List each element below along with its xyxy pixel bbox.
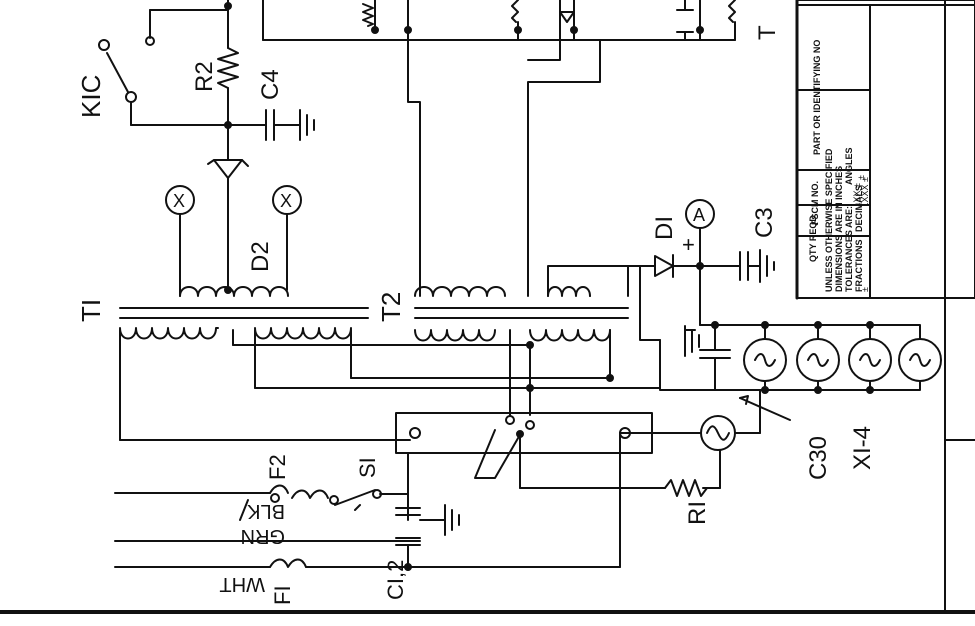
label-r1: RI bbox=[684, 501, 711, 525]
fraction-pm: ± bbox=[860, 287, 870, 292]
top-circuit-fragment: T bbox=[145, 0, 781, 46]
label-t-top: T bbox=[754, 25, 781, 40]
meter-a-label: A bbox=[693, 205, 705, 225]
capacitor-c4: C4 bbox=[227, 69, 315, 141]
label-f1: FI bbox=[270, 585, 295, 605]
decimals-label: DECIMALS bbox=[854, 185, 864, 232]
lamp-x-left-label: X bbox=[173, 191, 185, 211]
part-header: PART OR IDENTIFYING NO bbox=[812, 40, 822, 155]
angle-pm: ± bbox=[856, 175, 866, 180]
label-wht: WHT bbox=[219, 573, 265, 595]
resistor-r2: R2 bbox=[191, 37, 239, 161]
label-f2: F2 bbox=[265, 454, 290, 480]
fractions-label: FRACTIONS bbox=[854, 240, 864, 293]
plus-sign: + bbox=[682, 232, 695, 257]
input-wiring: BLK GRN WHT F2 SI CI,2 FI bbox=[114, 432, 621, 605]
lamp-x-left: X bbox=[165, 185, 195, 291]
label-d1: DI bbox=[651, 216, 678, 240]
label-blk: BLK bbox=[247, 500, 285, 522]
label-grn: GRN bbox=[241, 525, 285, 547]
label-c4: C4 bbox=[257, 69, 284, 100]
label-c12: CI,2 bbox=[383, 560, 408, 600]
lamp-x-right: X bbox=[272, 185, 302, 291]
label-r2: R2 bbox=[191, 61, 218, 92]
t2-upper-wiring bbox=[407, 39, 661, 341]
lamp-x-right-label: X bbox=[280, 191, 292, 211]
relay-k1c-contact: KIC bbox=[76, 39, 231, 126]
relay-contacts-center: RI bbox=[232, 329, 721, 525]
note-line-2: DIMENSIONS ARE IN INCHES bbox=[834, 166, 844, 292]
capacitor-c30: C30 bbox=[659, 324, 832, 480]
diode-d1: DI + bbox=[627, 216, 741, 297]
capacitor-c3: C3 bbox=[719, 207, 778, 283]
diode-d2: D2 bbox=[207, 159, 274, 291]
title-block: QTY REQD FSCM NO. PART OR IDENTIFYING NO… bbox=[795, 0, 975, 441]
fscm-header: FSCM NO. bbox=[810, 181, 820, 225]
label-t2: T2 bbox=[376, 292, 406, 322]
transformer-t2: T2 bbox=[376, 286, 629, 342]
terminal-board bbox=[119, 389, 761, 454]
label-s1: SI bbox=[355, 457, 380, 478]
label-c3: C3 bbox=[751, 207, 778, 238]
note-line-1: UNLESS OTHERWISE SPECIFIED bbox=[824, 148, 834, 292]
note-line-3: TOLERANCES ARE: bbox=[844, 206, 854, 292]
label-t1: TI bbox=[76, 299, 106, 322]
label-k1c: KIC bbox=[76, 75, 106, 118]
meter-a: A bbox=[685, 199, 715, 267]
label-x1-4: XI-4 bbox=[849, 426, 876, 470]
transformer-t1: TI bbox=[76, 286, 369, 441]
xx-tolerance: .XX ± bbox=[852, 183, 862, 205]
label-c30: C30 bbox=[805, 436, 832, 480]
label-d2: D2 bbox=[247, 241, 274, 272]
angles-label: ANGLES bbox=[844, 147, 854, 185]
lamp-bank-x1-4: XI-4 bbox=[699, 265, 942, 470]
qty-header: QTY REQD bbox=[808, 215, 818, 262]
xxx-tolerance: .XXX ± bbox=[860, 177, 870, 205]
